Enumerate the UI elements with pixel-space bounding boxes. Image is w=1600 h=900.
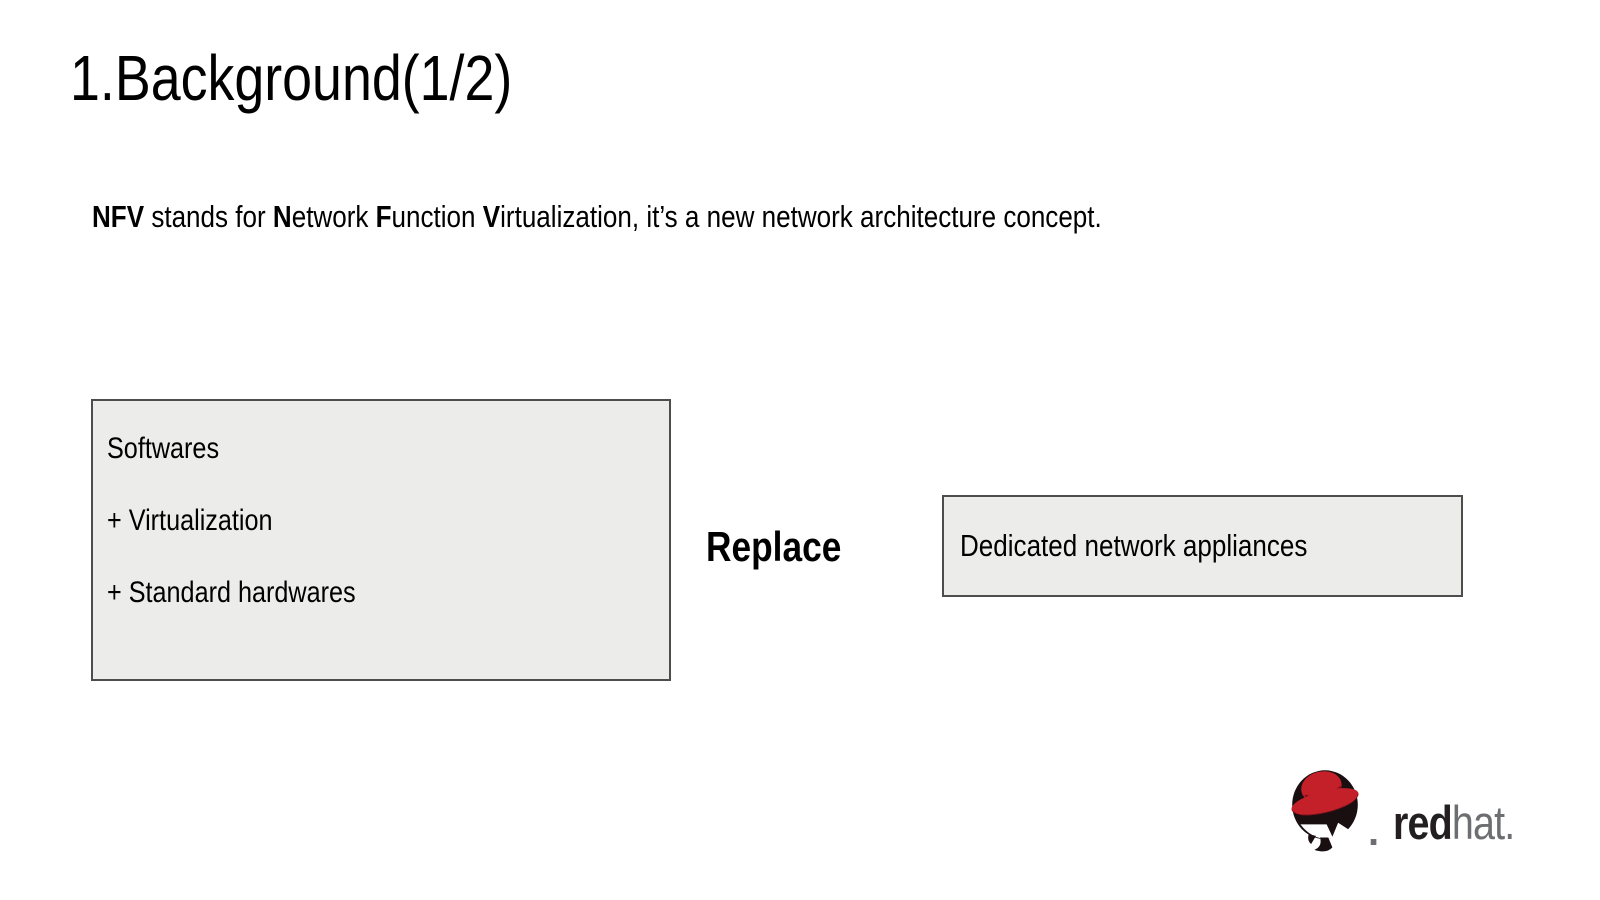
- replace-relation-label: Replace: [706, 526, 867, 568]
- list-item: + Virtualization: [107, 485, 669, 557]
- intro-seg-f: F: [375, 199, 392, 234]
- logo-trademark-dot: .: [1368, 810, 1380, 854]
- redhat-shadowman-hat-icon: [1291, 770, 1359, 852]
- left-box-line-hardwares: + Standard hardwares: [107, 576, 356, 609]
- wordmark-red: red: [1393, 796, 1453, 849]
- intro-seg-v: V: [482, 199, 501, 234]
- left-box-line-softwares: Softwares: [107, 432, 220, 465]
- wordmark-period: .: [1504, 796, 1515, 849]
- intro-seg-3: etwork: [291, 199, 376, 234]
- intro-seg-nfv: NFV: [92, 199, 145, 234]
- page-title-text: 1.Background(1/2): [70, 42, 513, 114]
- nfv-components-box: Softwares + Virtualization + Standard ha…: [91, 399, 671, 681]
- intro-seg-5: unction: [391, 199, 483, 234]
- intro-seg-1: stands for: [144, 199, 273, 234]
- intro-sentence-text: NFV stands for Network Function Virtuali…: [92, 198, 1102, 237]
- intro-seg-7: irtualization, it’s a new network archit…: [500, 199, 1102, 234]
- replace-relation-text: Replace: [706, 523, 842, 570]
- list-item: Softwares: [107, 413, 669, 485]
- intro-seg-n: N: [272, 199, 292, 234]
- wordmark-hat: hat: [1452, 796, 1505, 849]
- redhat-logo: . redhat.: [1284, 762, 1538, 854]
- left-box-line-virtualization: + Virtualization: [107, 504, 273, 537]
- intro-sentence: NFV stands for Network Function Virtuali…: [92, 198, 1294, 237]
- right-box-text: Dedicated network appliances: [960, 528, 1308, 563]
- redhat-wordmark: redhat.: [1393, 796, 1515, 849]
- list-item: + Standard hardwares: [107, 557, 669, 629]
- page-title: 1.Background(1/2): [70, 42, 597, 116]
- dedicated-appliances-box: Dedicated network appliances: [942, 495, 1463, 597]
